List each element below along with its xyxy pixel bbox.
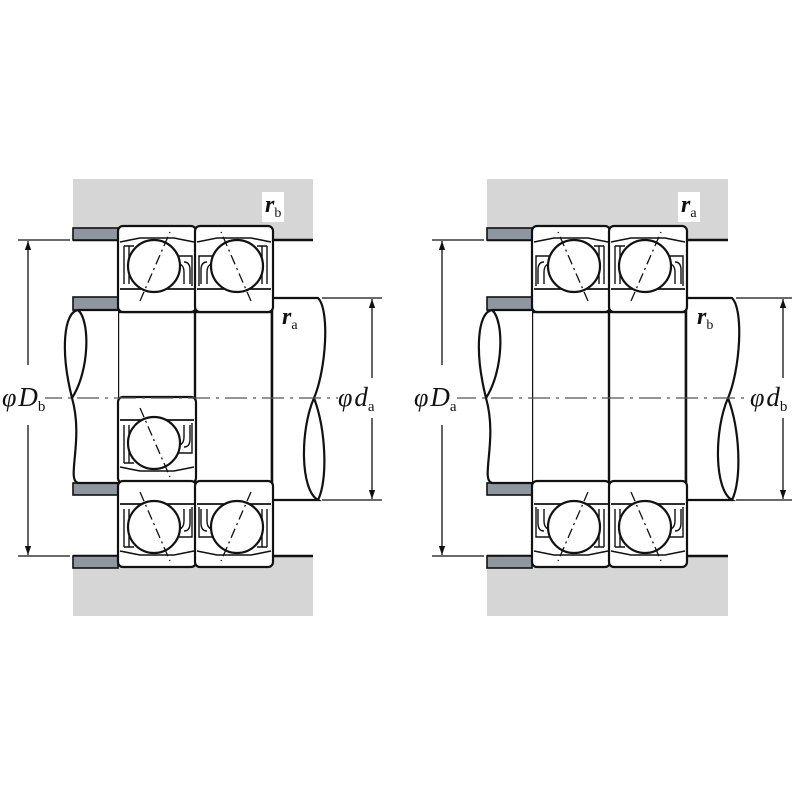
left-shaft-fillet-radius-label: ra xyxy=(282,305,298,333)
right-housing-fillet-radius-label: ra xyxy=(678,192,700,222)
right-shaft-fillet-radius-label: rb xyxy=(697,305,713,333)
label-subscript: b xyxy=(274,206,282,221)
left-shaft-shoulder-diameter-label: φda xyxy=(338,384,375,415)
label-subscript: a xyxy=(291,318,298,333)
label-symbol: d xyxy=(354,382,368,412)
label-symbol: r xyxy=(681,192,691,218)
label-symbol: r xyxy=(265,192,275,218)
label-symbol: D xyxy=(430,382,450,412)
label-symbol: r xyxy=(282,304,292,330)
label-subscript: a xyxy=(690,206,697,221)
spacer xyxy=(72,296,119,311)
label-subscript: a xyxy=(449,399,457,415)
label-symbol: r xyxy=(697,304,707,330)
spacer xyxy=(486,555,533,569)
spacer xyxy=(486,482,533,496)
label-subscript: b xyxy=(37,399,46,415)
diameter-symbol: φ xyxy=(338,383,353,412)
spacer xyxy=(72,482,119,496)
label-symbol: d xyxy=(766,382,780,412)
diameter-symbol: φ xyxy=(2,383,17,412)
right-housing-shoulder-diameter-label: φDa xyxy=(414,384,457,415)
left-housing-shoulder-diameter-label: φDb xyxy=(2,382,46,415)
label-subscript: a xyxy=(367,399,375,415)
label-subscript: b xyxy=(706,318,714,333)
left-housing-fillet-radius-label: rb xyxy=(262,192,285,222)
diameter-symbol: φ xyxy=(414,383,429,412)
spacer xyxy=(72,555,119,569)
label-subscript: b xyxy=(779,399,788,415)
right-arrangement xyxy=(432,179,792,616)
diameter-symbol: φ xyxy=(750,383,765,412)
right-shaft-shoulder-diameter-label: φdb xyxy=(750,382,788,415)
spacer xyxy=(486,227,533,241)
spacer xyxy=(486,296,533,311)
label-symbol: D xyxy=(18,382,38,412)
left-arrangement xyxy=(18,179,382,616)
spacer xyxy=(72,227,119,241)
